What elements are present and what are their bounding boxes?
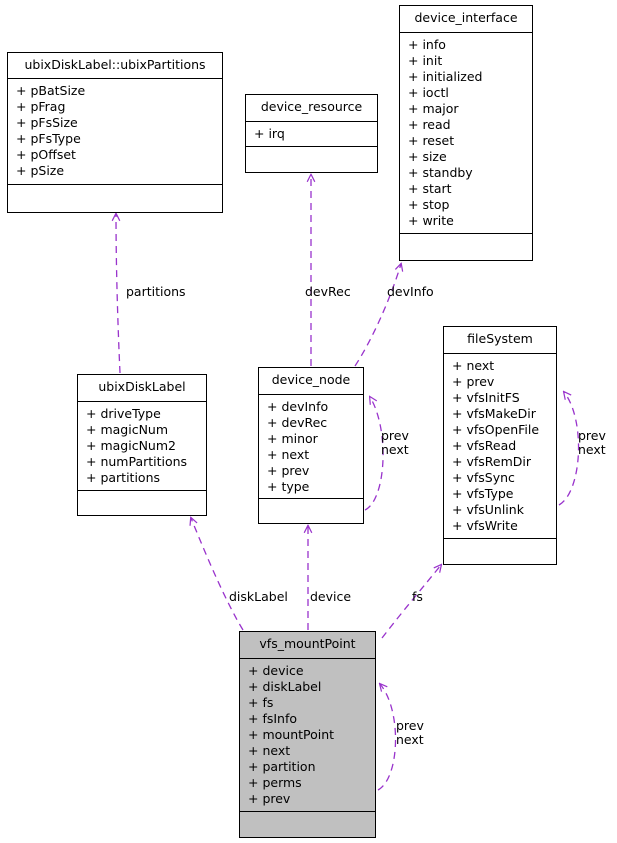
edge-label-fs: fs xyxy=(412,590,423,604)
attribute-row: + stop xyxy=(408,197,450,212)
attribute-row: + standby xyxy=(408,165,473,180)
attribute-row: + magicNum xyxy=(86,422,169,437)
edge-label-device: device xyxy=(310,590,351,604)
edge-label-devinfo: devInfo xyxy=(387,285,434,299)
attribute-row: + type xyxy=(267,479,310,494)
edge-label-mountpoint-prev-next: prev next xyxy=(396,719,424,747)
attribute-row: + magicNum2 xyxy=(86,438,176,453)
attribute-row: + vfsInitFS xyxy=(452,390,520,405)
attribute-row: + pBatSize xyxy=(16,83,86,98)
attribute-row: + pFrag xyxy=(16,99,66,114)
attribute-row: + vfsRemDir xyxy=(452,454,531,469)
attribute-row: + next xyxy=(267,447,310,462)
attribute-row: + devInfo xyxy=(267,399,329,414)
class-title: device_interface xyxy=(400,6,532,33)
attribute-row: + driveType xyxy=(86,406,161,421)
attribute-row: + major xyxy=(408,101,459,116)
attribute-row: + pFsType xyxy=(16,131,81,146)
attribute-row: + size xyxy=(408,149,447,164)
attribute-row: + vfsUnlink xyxy=(452,502,524,517)
edge-label-line: prev xyxy=(578,428,606,443)
edge-label-line: fs xyxy=(412,589,423,604)
class-attributes: + irq xyxy=(246,122,377,147)
class-attributes: + driveType + magicNum + magicNum2 + num… xyxy=(78,402,206,491)
attribute-row: + fsInfo xyxy=(248,711,298,726)
attribute-row: + vfsWrite xyxy=(452,518,518,533)
class-title: vfs_mountPoint xyxy=(240,632,375,659)
edge-label-line: device xyxy=(310,589,352,604)
attribute-row: + read xyxy=(408,117,451,132)
class-attributes: + pBatSize + pFrag + pFsSize + pFsType +… xyxy=(8,79,222,185)
edge-mountpoint-self xyxy=(377,684,397,791)
edge-label-line: next xyxy=(381,442,409,457)
edge-label-partitions: partitions xyxy=(126,285,186,299)
attribute-row: + device xyxy=(248,663,304,678)
attribute-row: + irq xyxy=(254,126,285,141)
edge-label-line: diskLabel xyxy=(229,589,288,604)
attribute-row: + pSize xyxy=(16,163,65,178)
attribute-row: + diskLabel xyxy=(248,679,322,694)
edge-label-line: next xyxy=(396,732,424,747)
attribute-row: + start xyxy=(408,181,452,196)
attribute-row: + fs xyxy=(248,695,274,710)
attribute-row: + vfsRead xyxy=(452,438,517,453)
attribute-row: + minor xyxy=(267,431,318,446)
edge-devinfo xyxy=(354,264,401,367)
attribute-row: + prev xyxy=(452,374,495,389)
attribute-row: + partitions xyxy=(86,470,161,485)
attribute-row: + partition xyxy=(248,759,316,774)
attribute-row: + pOffset xyxy=(16,147,76,162)
attribute-row: + vfsOpenFile xyxy=(452,422,540,437)
attribute-row: + init xyxy=(408,53,443,68)
edge-label-line: devInfo xyxy=(387,284,434,299)
attribute-row: + devRec xyxy=(267,415,328,430)
attribute-row: + next xyxy=(452,358,495,373)
class-attributes: + device + diskLabel + fs + fsInfo + mou… xyxy=(240,659,375,812)
attribute-row: + reset xyxy=(408,133,455,148)
class-attributes: + devInfo + devRec + minor + next + prev… xyxy=(259,395,363,499)
class-attributes: + next + prev + vfsInitFS + vfsMakeDir +… xyxy=(444,354,556,539)
class-box-device-resource[interactable]: device_resource + irq xyxy=(245,94,378,173)
edge-label-line: devRec xyxy=(305,284,351,299)
attribute-row: + pFsSize xyxy=(16,115,78,130)
class-box-device-node[interactable]: device_node + devInfo + devRec + minor +… xyxy=(258,367,364,524)
attribute-row: + initialized xyxy=(408,69,483,84)
class-title: fileSystem xyxy=(444,327,556,354)
attribute-row: + vfsMakeDir xyxy=(452,406,536,421)
edge-label-filesystem-prev-next: prev next xyxy=(578,429,606,457)
edge-label-device-node-prev-next: prev next xyxy=(381,429,409,457)
attribute-row: + write xyxy=(408,213,454,228)
attribute-row: + ioctl xyxy=(408,85,449,100)
edge-label-line: prev xyxy=(396,718,424,733)
edge-filesystem-self xyxy=(558,392,580,506)
class-title: device_node xyxy=(259,368,363,395)
attribute-row: + prev xyxy=(248,791,291,806)
edge-disklabel xyxy=(191,518,244,631)
attribute-row: + vfsType xyxy=(452,486,514,501)
class-attributes: + info + init + initialized + ioctl + ma… xyxy=(400,33,532,234)
class-box-filesystem[interactable]: fileSystem + next + prev + vfsInitFS + v… xyxy=(443,326,557,565)
class-box-device-interface[interactable]: device_interface + info + init + initial… xyxy=(399,5,533,261)
edge-label-line: prev xyxy=(381,428,409,443)
attribute-row: + info xyxy=(408,37,446,52)
attribute-row: + perms xyxy=(248,775,302,790)
class-box-ubixdisklabel[interactable]: ubixDiskLabel + driveType + magicNum + m… xyxy=(77,374,207,516)
attribute-row: + next xyxy=(248,743,291,758)
class-box-vfs-mountpoint[interactable]: vfs_mountPoint + device + diskLabel + fs… xyxy=(239,631,376,838)
edge-label-line: next xyxy=(578,442,606,457)
class-title: device_resource xyxy=(246,95,377,122)
edge-label-devrec: devRec xyxy=(305,285,351,299)
edge-label-line: partitions xyxy=(126,284,186,299)
attribute-row: + vfsSync xyxy=(452,470,515,485)
attribute-row: + mountPoint xyxy=(248,727,335,742)
edge-label-disklabel: diskLabel xyxy=(229,590,288,604)
attribute-row: + numPartitions xyxy=(86,454,188,469)
class-box-ubixpartitions[interactable]: ubixDiskLabel::ubixPartitions + pBatSize… xyxy=(7,52,223,213)
attribute-row: + prev xyxy=(267,463,310,478)
class-title: ubixDiskLabel::ubixPartitions xyxy=(8,53,222,79)
edge-partitions xyxy=(116,214,121,374)
class-title: ubixDiskLabel xyxy=(78,375,206,402)
